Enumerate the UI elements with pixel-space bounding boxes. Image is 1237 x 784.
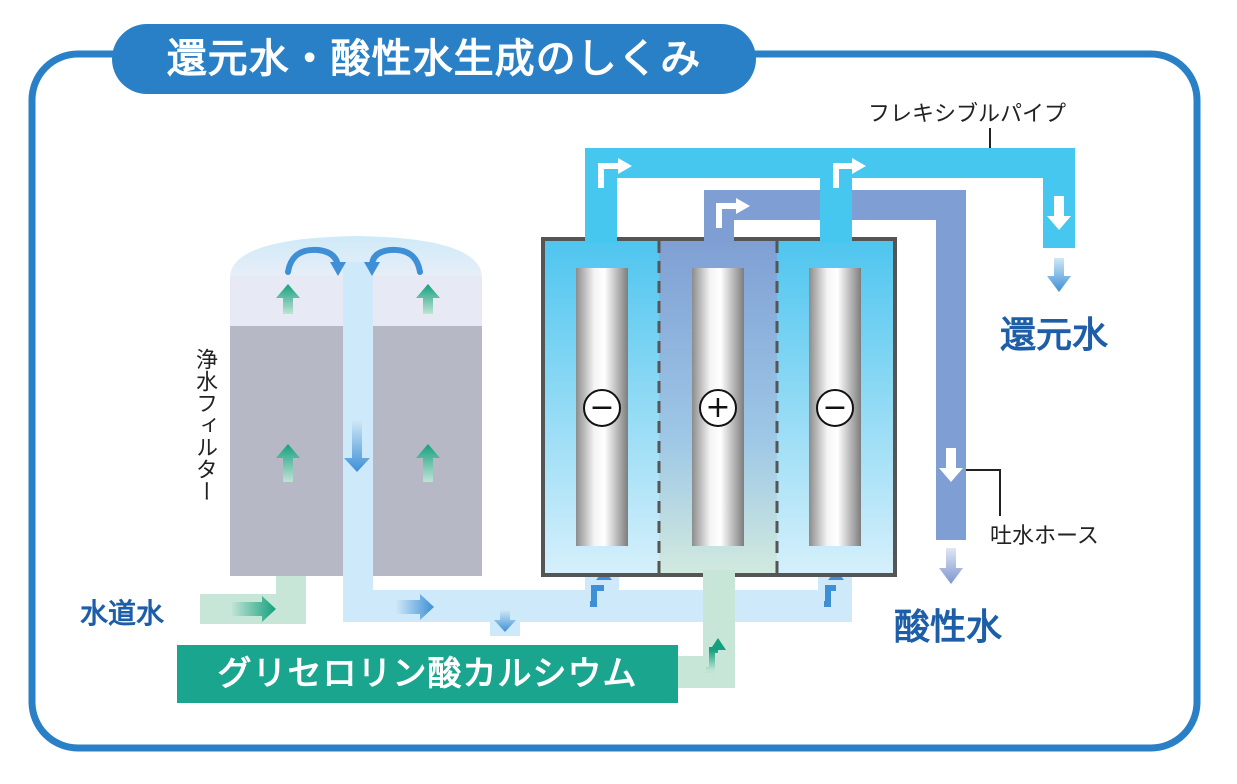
hose-pipe-arrow bbox=[939, 448, 963, 482]
electrode-negative-left: − bbox=[589, 390, 615, 425]
bottom-pipe-arrow bbox=[396, 594, 434, 620]
acidic-water-label: 酸性水 bbox=[894, 607, 1003, 648]
page-title: 還元水・酸性水生成のしくみ bbox=[112, 24, 756, 94]
pipe-bend-arrows bbox=[598, 163, 852, 228]
electrode-positive: + bbox=[705, 390, 731, 425]
discharge-hose-label: 吐水ホース bbox=[990, 524, 1099, 549]
tap-water-label: 水道水 bbox=[80, 597, 165, 630]
electrode-negative-right: − bbox=[822, 390, 848, 425]
dome-flow-arrows bbox=[285, 246, 423, 275]
calcium-label: グリセロリン酸カルシウム bbox=[177, 645, 678, 703]
filter-up-arrows bbox=[276, 284, 440, 482]
purifier-filter-unit bbox=[200, 236, 482, 624]
acidic-water-arrow bbox=[939, 548, 963, 584]
reduced-water-label: 還元水 bbox=[1000, 315, 1109, 356]
tap-water-arrow bbox=[232, 596, 276, 622]
reduced-pipe-arrow bbox=[1047, 196, 1071, 230]
center-down-arrow bbox=[344, 420, 370, 472]
calcium-down-arrow bbox=[494, 610, 516, 632]
purifier-filter-label: 浄水フィルター bbox=[192, 348, 217, 502]
discharge-hose-leader bbox=[966, 469, 1001, 516]
electrode-symbols bbox=[583, 389, 854, 427]
calcium-up-arrow bbox=[706, 638, 726, 673]
reduced-water-arrow bbox=[1047, 258, 1071, 292]
flexible-pipe-label: フレキシブルパイプ bbox=[868, 102, 1067, 127]
